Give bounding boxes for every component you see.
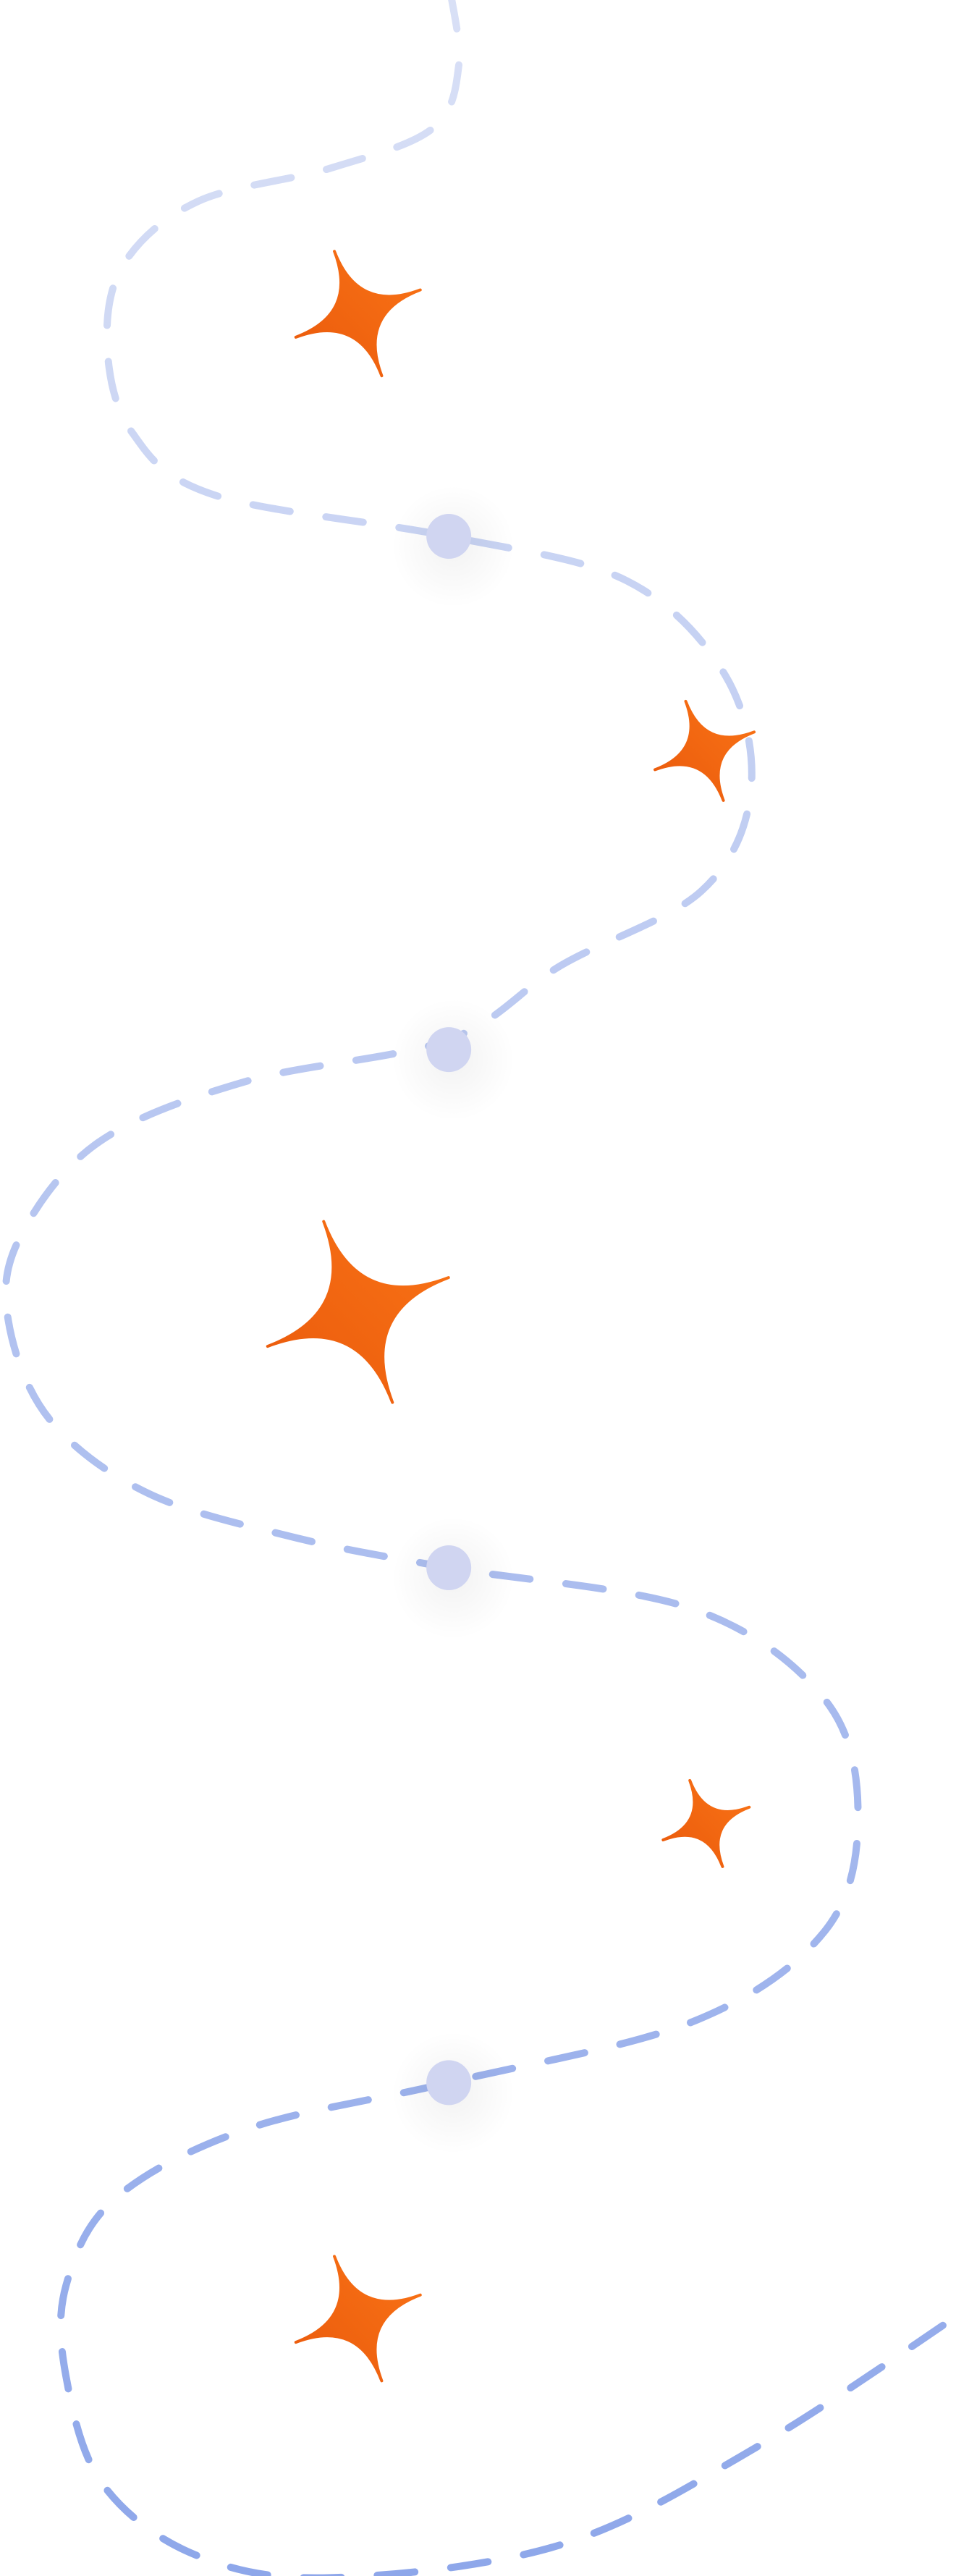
node-circle (426, 2060, 472, 2106)
sparkle-icon (266, 1220, 450, 1404)
sparkle-icon (661, 1778, 751, 1868)
node-circle (426, 1545, 472, 1590)
node-circle (426, 514, 472, 559)
sparkle-icon (294, 250, 422, 378)
node-circle (426, 1027, 472, 1073)
sparkle-icon (294, 2255, 422, 2383)
sparkle-icon (653, 699, 756, 802)
